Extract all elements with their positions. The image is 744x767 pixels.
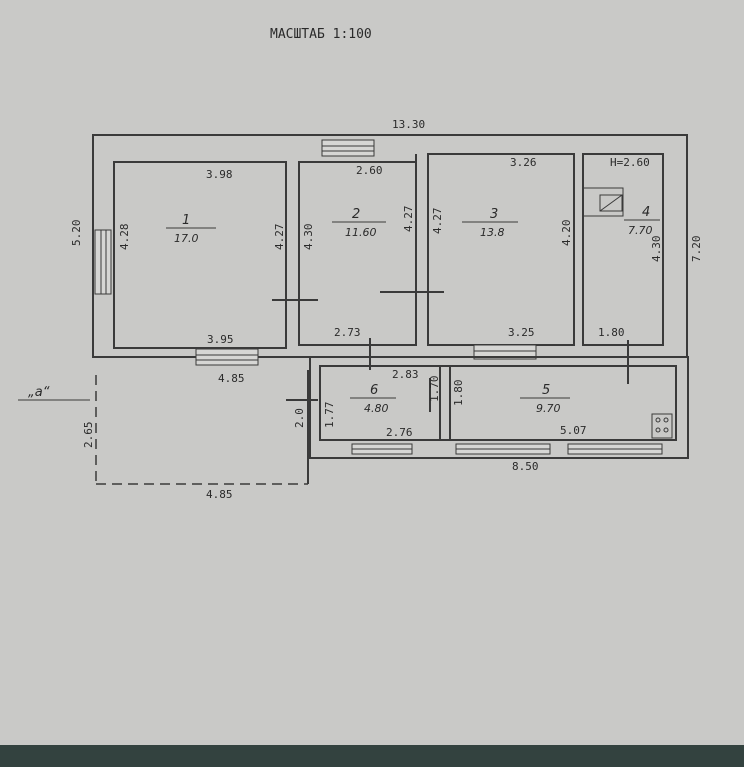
outer-wall	[92, 134, 688, 358]
room-label-6: 6 4.80	[350, 383, 396, 415]
dim-veranda-inner: 2.0	[293, 408, 306, 428]
dim-room1-right: 4.27	[273, 224, 286, 251]
room-label-4: 4 7.70	[624, 205, 660, 237]
room-number: 5	[542, 383, 550, 398]
window-ext-1	[351, 443, 413, 455]
table-surface	[0, 745, 744, 767]
dim-room6-left: 1.77	[323, 402, 336, 429]
window-ext-2	[455, 443, 551, 455]
dim-room1-bottom: 3.95	[207, 333, 234, 346]
room-area: 13.8	[480, 226, 505, 239]
dim-room3-top: 3.26	[510, 156, 537, 169]
room-area: 17.0	[174, 232, 199, 245]
dim-room4-bottom: 1.80	[598, 326, 625, 339]
dim-room2-left: 4.30	[302, 224, 315, 251]
room-number: 6	[370, 383, 378, 398]
dim-room6-h2: 1.80	[452, 380, 465, 407]
dim-height-note: H=2.60	[610, 156, 650, 169]
room-number: 3	[490, 207, 498, 222]
dimension-labels: 13.30 3.98 2.60 3.26 H=2.60 5.20 4.28 4.…	[28, 118, 703, 501]
room-area: 9.70	[536, 402, 561, 415]
room-label-1: 1 17.0	[166, 213, 216, 245]
dim-room6-bottom: 2.76	[386, 426, 413, 439]
room-label-3: 3 13.8	[462, 207, 518, 239]
dim-room3-left: 4.27	[431, 208, 444, 235]
cooker-icon	[651, 413, 673, 439]
dim-veranda-bottom: 4.85	[206, 488, 233, 501]
paper-sheet	[0, 0, 744, 750]
dim-room5-bottom: 5.07	[560, 424, 587, 437]
dim-room1-side: 4.28	[118, 224, 131, 251]
dim-room1-top: 3.98	[206, 168, 233, 181]
room-label-2: 2 11.60	[332, 207, 386, 239]
dim-veranda-side: 2.65	[82, 422, 95, 449]
dim-corridor-273: 2.73	[334, 326, 361, 339]
dim-left-height: 5.20	[70, 220, 83, 247]
room-number: 4	[642, 205, 650, 220]
dim-room3-right: 4.20	[560, 220, 573, 247]
scale-label: МАСШТАБ 1:100	[270, 27, 372, 42]
window-bottom-2	[473, 344, 537, 360]
dim-ext-bottom: 8.50	[512, 460, 539, 473]
room-number: 1	[182, 213, 190, 228]
stove-icon	[582, 187, 624, 217]
dim-overall-width: 13.30	[392, 118, 425, 131]
veranda-label: „a“	[28, 385, 50, 400]
extension-inner-wall	[319, 365, 677, 441]
dim-room4-side: 4.30	[650, 236, 663, 263]
stove-icon-door	[599, 194, 623, 212]
window-bottom-1	[195, 348, 259, 366]
dim-right-height: 7.20	[690, 236, 703, 263]
room-1-outline	[113, 161, 287, 349]
dim-room3-bottom: 3.25	[508, 326, 535, 339]
window-ext-3	[567, 443, 663, 455]
room-number: 2	[352, 207, 360, 222]
room-3-outline	[427, 153, 575, 346]
dim-room2-top: 2.60	[356, 164, 383, 177]
extension-outer-wall	[309, 356, 689, 459]
dim-room2-right: 4.27	[402, 206, 415, 233]
window-left	[94, 229, 112, 295]
room-2-outline	[298, 161, 417, 346]
window-top	[321, 139, 375, 157]
room-area: 11.60	[345, 226, 377, 239]
dim-veranda-top: 4.85	[218, 372, 245, 385]
room-area: 4.80	[364, 402, 389, 415]
room-area: 7.70	[628, 224, 653, 237]
room-label-5: 5 9.70	[520, 383, 570, 415]
dim-corridor-283: 2.83	[392, 368, 419, 381]
dim-room6-h1: 1.70	[428, 376, 441, 403]
